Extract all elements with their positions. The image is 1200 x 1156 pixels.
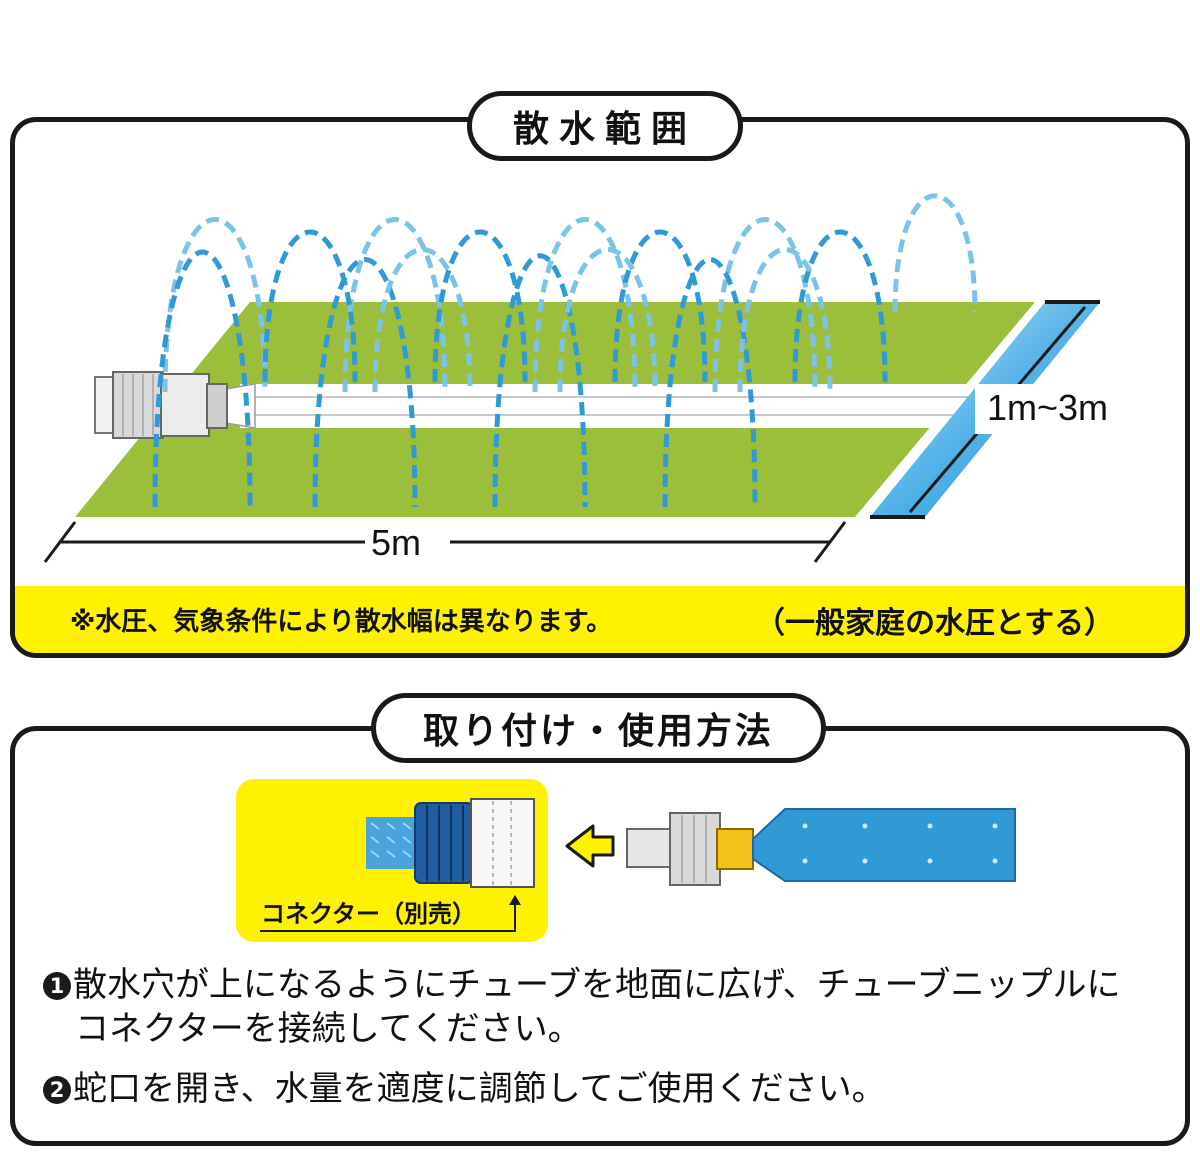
tube-nipple-illustration (626, 808, 1016, 886)
step-1-line-1: 散水穴が上になるようにチューブを地面に広げ、チューブニップルに (73, 965, 1121, 1005)
hose-tube (240, 384, 1000, 428)
range-section-panel: 1m~3m 5m ※水圧、気象条件により散水幅は異なります。 （一般家庭の水圧と… (10, 117, 1190, 658)
connector-illustration (366, 798, 535, 888)
step-number-badge: 1 (43, 972, 71, 1000)
width-indicator (870, 300, 1145, 519)
spray-arcs (152, 193, 978, 508)
note-text: ※水圧、気象条件により散水幅は異なります。 (70, 607, 613, 637)
length-label: 5m (371, 522, 422, 563)
range-section-title: 散水範囲 (467, 91, 743, 161)
step-2-line-1: 蛇口を開き、水量を適度に調節してご使用ください。 (73, 1069, 886, 1109)
connection-diagram (236, 779, 1016, 942)
connector-label: コネクター（別売） (261, 900, 477, 928)
spray-range-diagram (43, 193, 1145, 563)
step-1-line-2: コネクターを接続してください。 (75, 1009, 582, 1049)
hose-connector (94, 371, 228, 439)
usage-section-title: 取り付け・使用方法 (371, 693, 826, 763)
length-dimension (43, 521, 847, 563)
note-paren-text: （一般家庭の水圧とする） (755, 605, 1115, 641)
width-label: 1m~3m (987, 387, 1109, 428)
note-band: ※水圧、気象条件により散水幅は異なります。 （一般家庭の水圧とする） (15, 586, 1185, 653)
step-number-badge: 2 (43, 1076, 71, 1104)
connect-arrow-icon (565, 824, 615, 868)
